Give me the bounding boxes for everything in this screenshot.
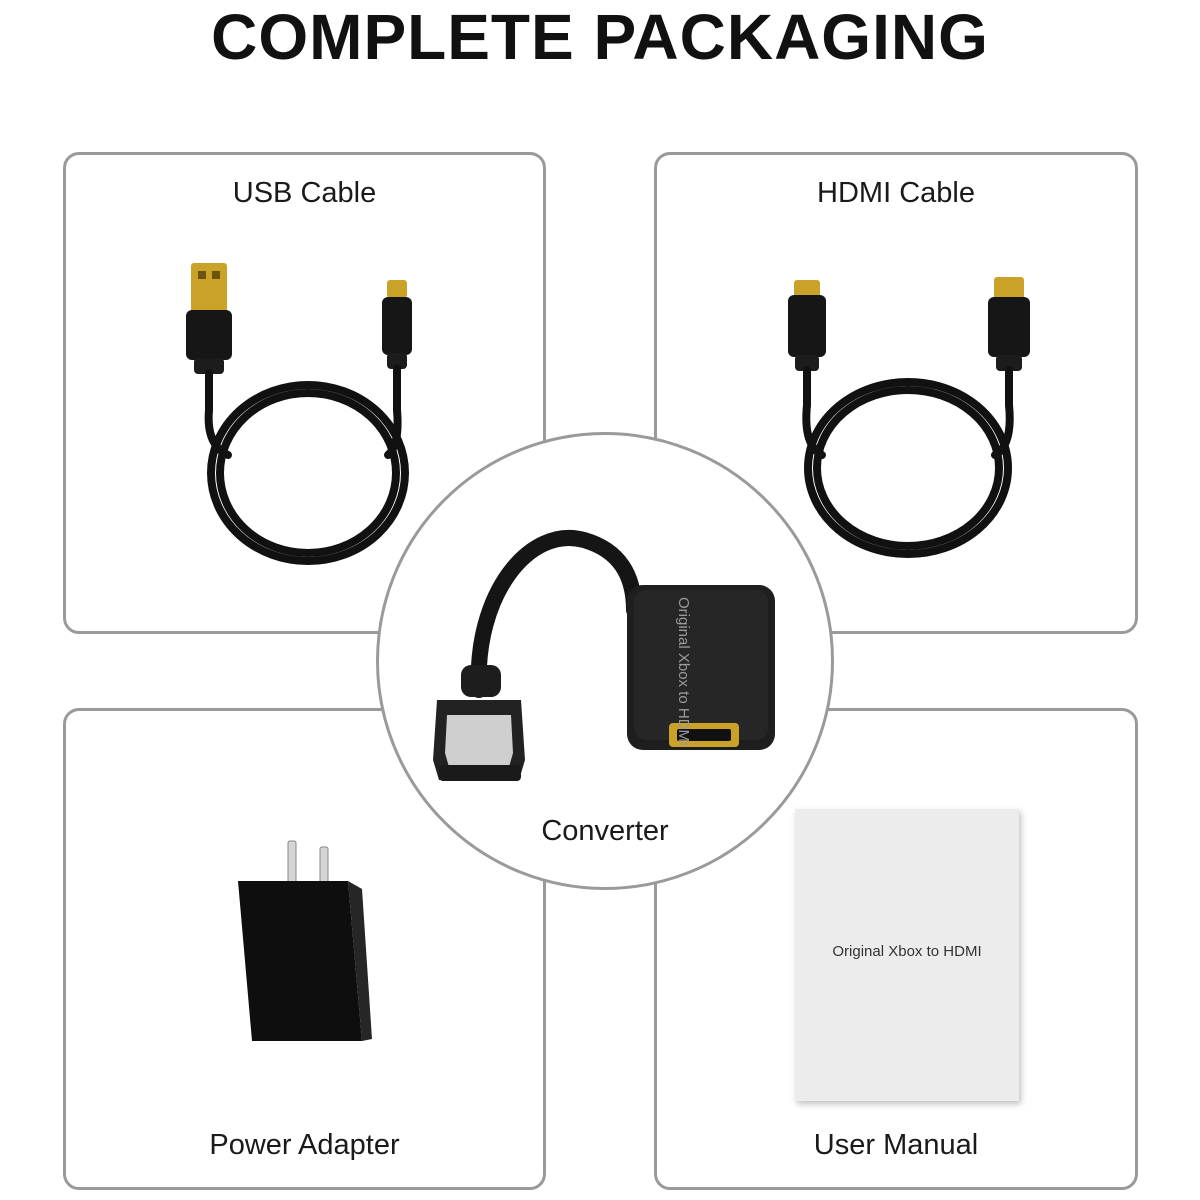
hdmi-cable-label: HDMI Cable <box>817 177 975 209</box>
manual-cover-text: Original Xbox to HDMI <box>832 943 982 960</box>
usb-cable-label: USB Cable <box>232 177 377 209</box>
power-adapter-image <box>238 840 372 1041</box>
usb-cable-card: USB Cable <box>63 152 546 634</box>
user-manual-label: User Manual <box>813 1129 979 1161</box>
converter-circle: Original Xbox to HDMI Converter <box>376 432 834 890</box>
converter-print-text: Original Xbox to HDMI <box>675 597 692 746</box>
hdmi-cable-image <box>788 277 1030 558</box>
converter-image: Original Xbox to HDMI <box>433 530 775 781</box>
page-title: COMPLETE PACKAGING <box>211 1 989 73</box>
usb-cable-image <box>186 263 412 565</box>
user-manual-image: Original Xbox to HDMI <box>795 809 1019 1101</box>
power-adapter-label: Power Adapter <box>209 1129 400 1161</box>
converter-label: Converter <box>541 815 669 847</box>
